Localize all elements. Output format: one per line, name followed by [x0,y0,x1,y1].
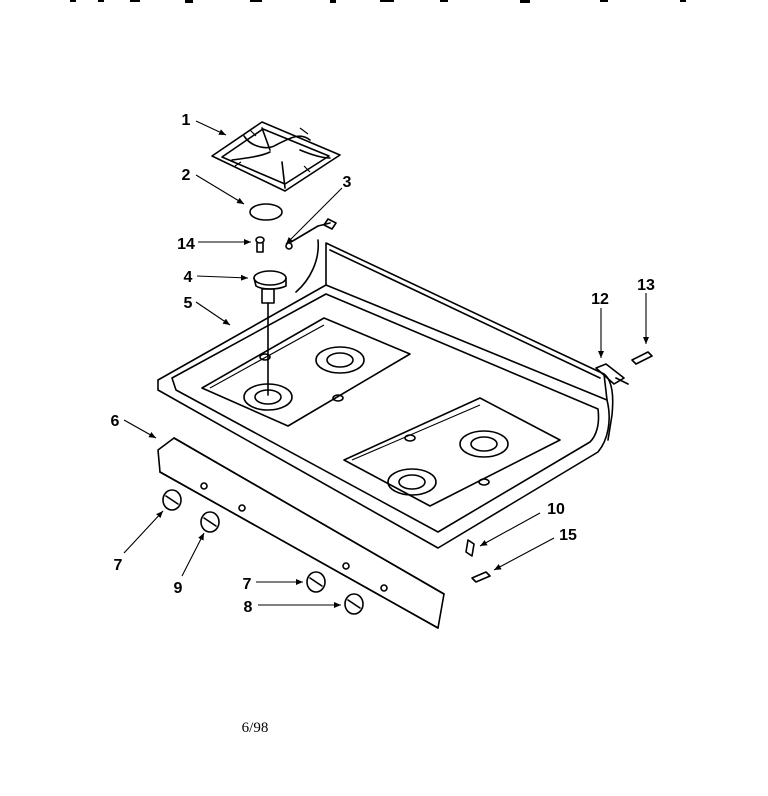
knob-9 [200,511,220,533]
screw-14 [255,236,265,253]
callout-3: 3 [343,174,352,191]
bracket-12 [595,363,629,385]
footer-code: 6/98 [242,720,269,736]
callout-13: 13 [637,277,655,294]
callout-1: 1 [182,112,191,129]
screw-15 [471,571,491,583]
callout-14: 14 [177,236,195,253]
burner-cap [249,203,283,221]
callout-8: 8 [244,599,253,616]
callout-15: 15 [559,527,577,544]
igniter-wire [285,218,337,293]
cooktop-main [157,242,614,549]
leader-lines [123,120,649,608]
callout-6: 6 [111,413,120,430]
knob-8 [344,593,364,615]
knob-7b [306,571,326,593]
callout-2: 2 [182,167,191,184]
knob-7a [162,489,182,511]
callout-5: 5 [184,295,193,312]
callout-10: 10 [547,501,565,518]
callout-12: 12 [591,291,609,308]
burner-grate [211,121,341,192]
callout-7a: 7 [114,557,123,574]
callout-4: 4 [184,269,193,286]
burner-head [253,270,287,396]
callout-9: 9 [174,580,183,597]
callout-7b: 7 [243,576,252,593]
screw-13 [631,351,653,365]
clip-10 [465,539,475,557]
control-panel [157,437,445,629]
top-edge-artifacts [70,0,686,3]
